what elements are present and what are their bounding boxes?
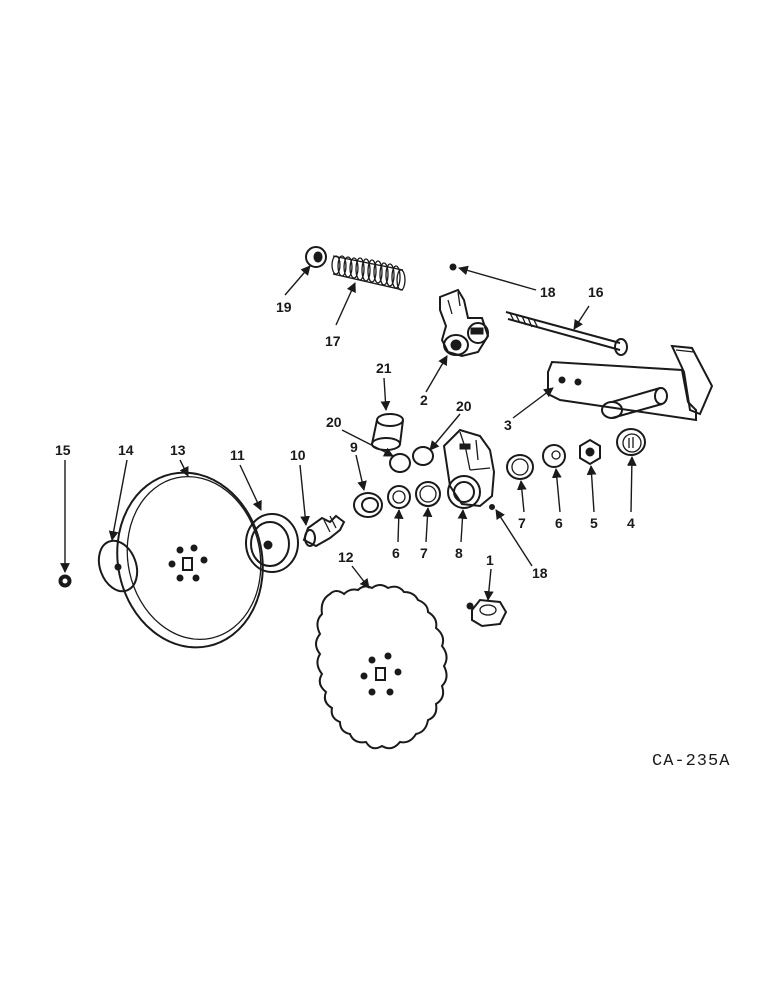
- callout-15: 15: [55, 442, 71, 458]
- callout-16: 16: [588, 284, 604, 300]
- part-4-cap: [616, 428, 646, 456]
- part-10-spindle: [302, 514, 346, 548]
- callout-7-left: 7: [420, 545, 428, 561]
- part-17-spring: [331, 255, 406, 291]
- diagram-code: CA-235A: [652, 752, 730, 771]
- callout-18-top: 18: [540, 284, 556, 300]
- callout-5: 5: [590, 515, 598, 531]
- callout-2: 2: [420, 392, 428, 408]
- callout-12: 12: [338, 549, 354, 565]
- callout-3: 3: [504, 417, 512, 433]
- part-11-hub-plate: [245, 513, 299, 573]
- callout-17: 17: [325, 333, 341, 349]
- part-20-ring-left: [389, 453, 411, 473]
- part-18-pin-lower: [489, 504, 495, 510]
- part-15-nut: [58, 574, 72, 588]
- part-16-bolt: [505, 311, 628, 356]
- part-6-cone-right: [542, 444, 566, 468]
- callout-7-right: 7: [518, 515, 526, 531]
- part-14-dust-cap: [97, 539, 139, 593]
- part-8-housing: [442, 428, 496, 509]
- part-9-seal: [353, 492, 383, 518]
- callout-21: 21: [376, 360, 392, 376]
- part-3-arm: [547, 344, 714, 422]
- callout-6-right: 6: [555, 515, 563, 531]
- part-6-cone-left: [387, 485, 411, 509]
- callout-9: 9: [350, 439, 358, 455]
- callout-18-lower: 18: [532, 565, 548, 581]
- part-18-pin-top: [449, 263, 457, 271]
- callout-13: 13: [170, 442, 186, 458]
- callout-labels: 19 17 18 16 2 3 21 20 20 9 6 7 8 18 7 6 …: [55, 284, 635, 581]
- part-1-clamp: [466, 598, 508, 628]
- callout-8: 8: [455, 545, 463, 561]
- callout-19: 19: [276, 299, 292, 315]
- part-13-disc-blade: [116, 471, 264, 649]
- callout-20-left: 20: [326, 414, 342, 430]
- part-7-cup-left: [415, 481, 441, 507]
- callout-20-right: 20: [456, 398, 472, 414]
- callout-11: 11: [230, 447, 245, 463]
- part-21-bushing: [371, 413, 404, 451]
- callout-14: 14: [118, 442, 134, 458]
- callout-4: 4: [627, 515, 635, 531]
- part-2-bracket: [439, 288, 490, 358]
- part-7-cup-right: [506, 454, 534, 480]
- callout-10: 10: [290, 447, 306, 463]
- part-20-ring-right: [412, 446, 434, 466]
- part-5-nut: [579, 438, 601, 466]
- leader-lines: [60, 265, 637, 601]
- part-19-washer: [305, 246, 327, 268]
- callout-6-left: 6: [392, 545, 400, 561]
- callout-1: 1: [486, 552, 494, 568]
- part-12-notched-blade: [315, 584, 448, 750]
